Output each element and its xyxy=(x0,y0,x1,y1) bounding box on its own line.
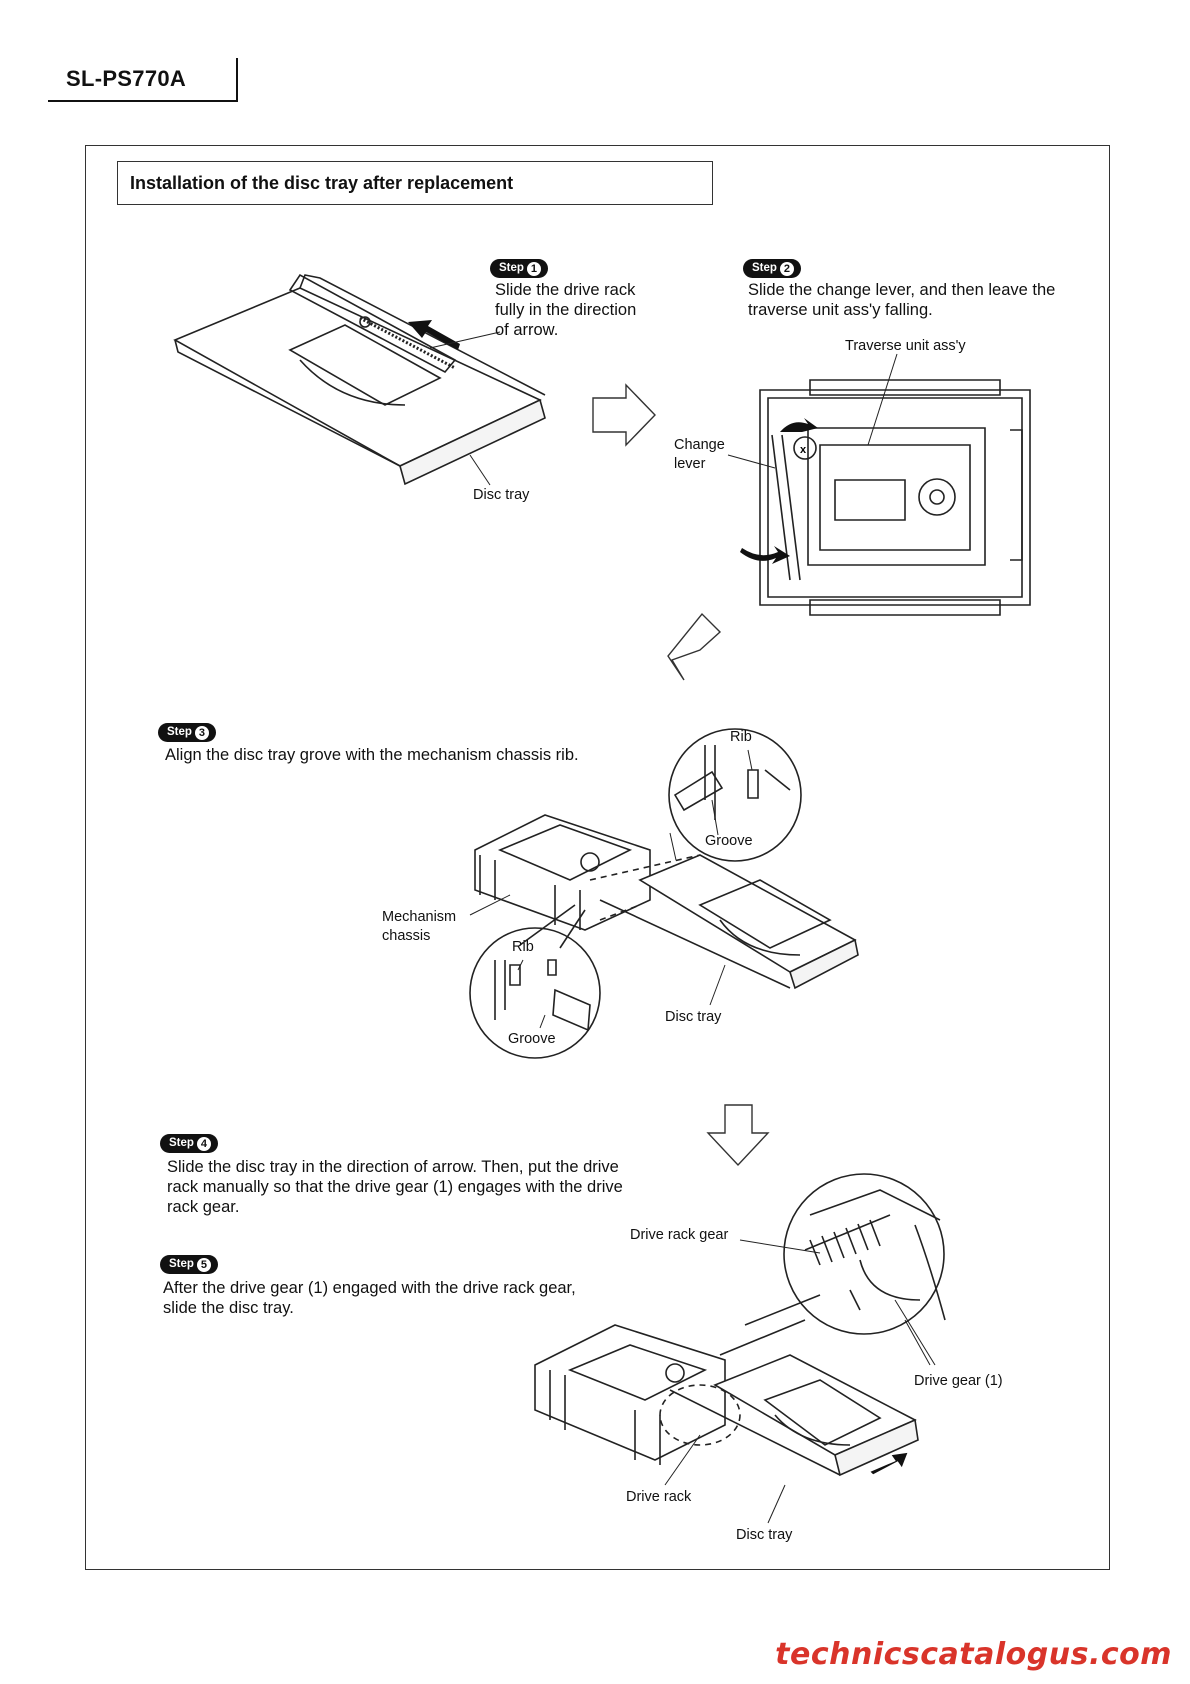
label-disc-tray-3: Disc tray xyxy=(665,1009,722,1025)
label-rib-top: Rib xyxy=(730,729,752,745)
model-header: SL-PS770A xyxy=(48,58,238,102)
step-3-text: Align the disc tray grove with the mecha… xyxy=(165,746,579,764)
section-title: Installation of the disc tray after repl… xyxy=(130,173,514,193)
watermark: technicscatalogus.com xyxy=(775,1637,1172,1672)
section-title-box: Installation of the disc tray after repl… xyxy=(117,161,713,205)
label-change-lever: Change lever xyxy=(674,437,725,472)
step-1-text: Slide the drive rack fully in the direct… xyxy=(495,281,637,339)
label-mechanism-chassis: Mechanism chassis xyxy=(382,909,457,944)
label-drive-rack: Drive rack xyxy=(626,1489,692,1505)
label-groove-bottom: Groove xyxy=(508,1031,556,1047)
label-rib-bottom: Rib xyxy=(512,939,534,955)
step-4-text: Slide the disc tray in the direction of … xyxy=(167,1158,623,1216)
label-disc-tray-5: Disc tray xyxy=(736,1527,793,1543)
label-drive-gear: Drive gear (1) xyxy=(914,1373,1003,1389)
step-2-text: Slide the change lever, and then leave t… xyxy=(748,281,1056,319)
svg-text:x: x xyxy=(800,444,807,456)
content-frame xyxy=(85,145,1110,1570)
label-traverse-unit: Traverse unit ass'y xyxy=(845,338,966,354)
label-groove-top: Groove xyxy=(705,833,753,849)
label-disc-tray-1: Disc tray xyxy=(473,487,530,503)
step-5-text: After the drive gear (1) engaged with th… xyxy=(163,1279,576,1317)
model-number: SL-PS770A xyxy=(66,66,187,91)
label-drive-rack-gear: Drive rack gear xyxy=(630,1227,729,1243)
